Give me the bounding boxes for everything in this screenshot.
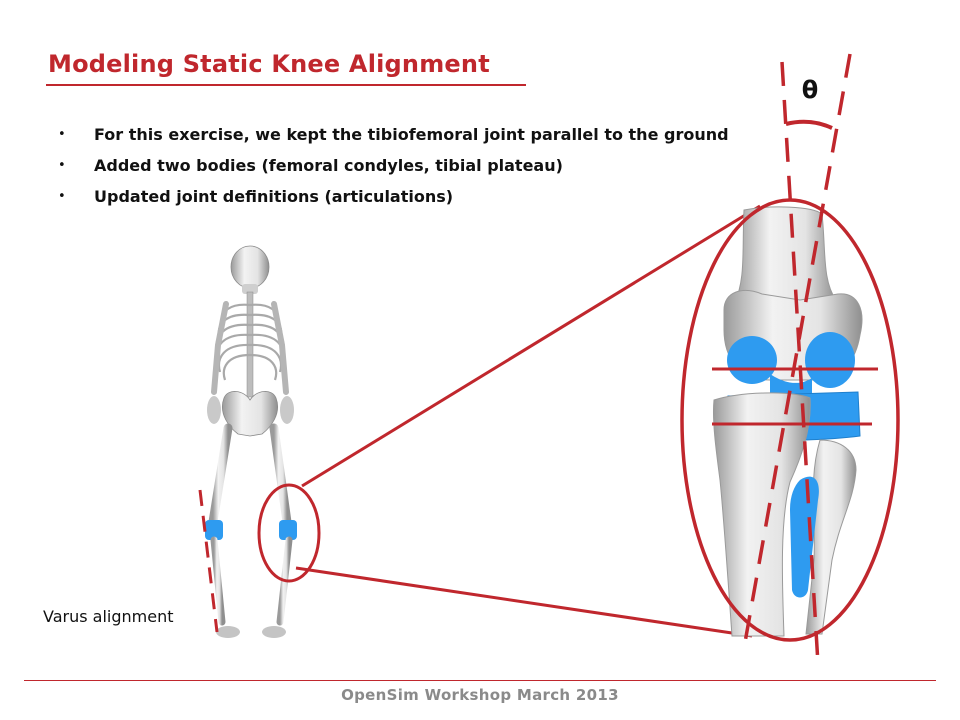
skull — [230, 245, 270, 289]
right-hand — [280, 396, 294, 424]
left-tibia — [210, 536, 226, 626]
left-foot — [216, 626, 240, 638]
bullet-glyph: • — [58, 158, 66, 173]
jaw — [242, 284, 258, 294]
anatomical-axis-line — [742, 53, 852, 649]
bullet-glyph: • — [58, 127, 66, 142]
zoom-line-bottom — [295, 566, 753, 638]
left-arm — [211, 301, 229, 395]
bullet-text: Added two bodies (femoral condyles, tibi… — [94, 156, 563, 175]
bullet-text: Updated joint definitions (articulations… — [94, 187, 454, 206]
theta-symbol: θ — [802, 76, 819, 104]
varus-alignment-line — [198, 489, 219, 633]
medial-condyle — [727, 336, 777, 384]
knee-closeup — [712, 206, 863, 637]
theta-angle-arc — [785, 119, 833, 130]
footer-divider — [24, 680, 936, 681]
bullet-glyph: • — [58, 189, 66, 204]
skeleton-figure — [205, 245, 297, 638]
bullet-item: • Added two bodies (femoral condyles, ti… — [58, 155, 738, 176]
tibia-bone — [712, 392, 811, 637]
title-underline — [46, 84, 526, 86]
knee-highlight-circle — [257, 483, 321, 583]
footer-text: OpenSim Workshop March 2013 — [341, 686, 619, 704]
left-knee-joint — [205, 520, 223, 540]
zoom-line-top — [301, 204, 761, 488]
right-knee-joint — [279, 520, 297, 540]
left-femur — [208, 423, 233, 527]
right-foot — [262, 626, 286, 638]
bullet-item: • Updated joint definitions (articulatio… — [58, 186, 738, 207]
right-femur — [269, 423, 292, 527]
interosseous-blue — [790, 476, 819, 598]
bullet-list: • For this exercise, we kept the tibiofe… — [58, 124, 738, 217]
varus-alignment-label: Varus alignment — [43, 607, 174, 626]
bullet-item: • For this exercise, we kept the tibiofe… — [58, 124, 738, 145]
mechanical-axis-line — [780, 61, 820, 665]
slide-title: Modeling Static Knee Alignment — [48, 50, 490, 78]
right-arm — [271, 301, 289, 395]
lateral-condyle — [805, 332, 855, 388]
left-hand — [207, 396, 221, 424]
knee-closeup-ellipse — [680, 198, 900, 642]
bullet-text: For this exercise, we kept the tibiofemo… — [94, 125, 729, 144]
